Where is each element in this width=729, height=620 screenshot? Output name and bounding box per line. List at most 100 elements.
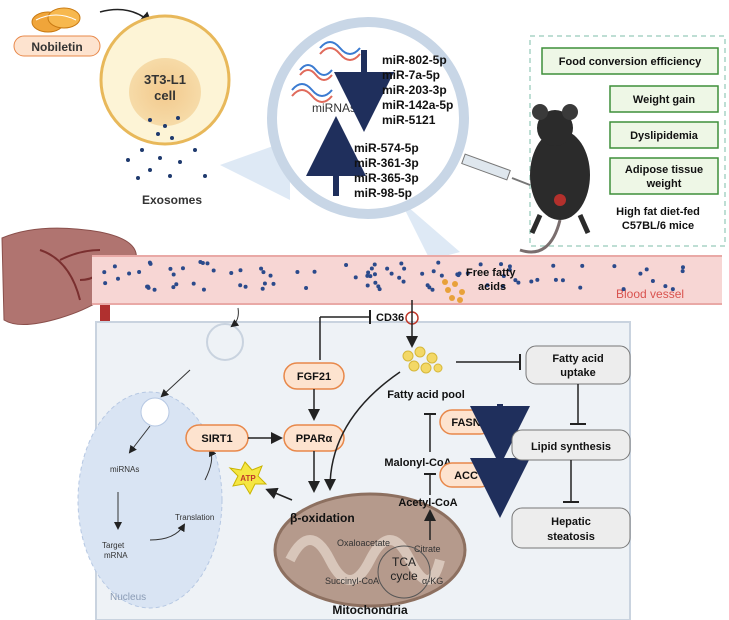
nobiletin-icon [31,7,81,33]
acc-label: ACC [454,470,478,482]
vessel-dot [372,262,377,267]
ppara-label: PPARα [296,433,333,445]
vessel-dot [507,264,512,269]
vessel-dot [115,276,120,281]
mouse-label: C57BL/6 mice [622,220,694,232]
vessel-dot [198,260,203,265]
vessel-dot [262,281,267,286]
vessel-dot [369,266,374,271]
succinyl-label: Succinyl-CoA [325,576,379,586]
tca-label: TCA [392,555,416,569]
outcome-label: Dyslipidemia [630,130,699,142]
hepatic-steatosis-label: steatosis [547,531,595,543]
vessel-dot [268,273,273,278]
vessel-dot [397,275,402,280]
vessel-dot [621,287,626,292]
vessel-dot [261,270,266,275]
vessel-dot [295,270,300,275]
nuc-mirnas-label: miRNAs [110,465,139,474]
vessel-dot [638,271,643,276]
vessel-dot [431,269,436,274]
vessel-dot [127,271,132,276]
blood-vessel-label: Blood vessel [616,287,684,301]
tca-label: cycle [390,569,418,583]
magnifier-beam-left [220,140,290,200]
cd36-label: CD36 [376,312,404,324]
nucleus [77,391,223,609]
beta-oxidation-label: β-oxidation [290,511,355,525]
vesicle-icon [140,397,170,427]
fa-uptake-label: Fatty acid [552,353,603,365]
vessel-dot [513,278,518,283]
mitochondria-label: Mitochondria [332,603,408,617]
vessel-dot [650,278,655,283]
vessel-dot [612,264,617,269]
mirna-down-item: miR-142a-5p [382,98,453,112]
malonyl-label: Malonyl-CoA [384,457,451,469]
vessel-dot [680,265,685,270]
vessel-dot [259,266,264,271]
vessel-dot [551,263,556,268]
mirna-down-list: miR-802-5p miR-7a-5p miR-203-3p miR-142a… [382,53,453,127]
vessel-dot [507,267,512,272]
vessel-dot [560,278,565,283]
vessel-dot [385,266,390,271]
atp-label: ATP [240,474,256,483]
vessel-dot [401,279,406,284]
exosomes-label: Exosomes [142,193,202,207]
vessel-dot [312,269,317,274]
vessel-dot [180,266,185,271]
vessel-dot [670,287,675,292]
ffa-label: Free fatty [466,267,516,279]
mirna-down-item: miR-7a-5p [382,68,440,82]
outcome-label: weight [646,178,682,190]
vessel-dot [168,266,173,271]
hepatic-steatosis-box [511,507,631,549]
vessel-dot [580,263,585,268]
mirnas-label: miRNAs [312,101,356,115]
vessel-dot [399,261,404,266]
outcome-box [609,85,719,113]
cell-label: cell [154,88,176,103]
outcome-box [541,47,719,75]
vessel-dot [456,273,461,278]
vessel-dot [430,287,435,292]
exosome-dots [126,116,207,180]
vessel-dot [201,287,206,292]
vessel-dot [366,270,371,275]
vessel-dot [644,267,649,272]
vessel-dot [436,260,441,265]
mirna-down-item: miR-203-3p [382,83,447,97]
lipid-synthesis-label: Lipid synthesis [531,441,611,453]
citrate-label: Citrate [414,544,441,554]
vessel-dot [402,266,407,271]
vessel-dot [478,262,483,267]
akg-label: α-KG [422,576,443,586]
mirna-up-item: miR-361-3p [354,156,419,170]
vessel-dot [500,284,505,289]
vessel-dot [439,273,444,278]
vessel-dots [102,260,685,292]
vessel-dot [205,261,210,266]
outcome-box [609,157,719,195]
mirna-up-list: miR-574-5p miR-361-3p miR-365-3p miR-98-… [354,141,419,200]
vessel-dot [373,280,378,285]
vessel-dot [238,283,243,288]
outcome-label: Adipose tissue [625,164,703,176]
vessel-dot [243,284,248,289]
vessel-dot [485,283,490,288]
vessel-dot [137,269,142,274]
mouse-label: High fat diet-fed [616,206,700,218]
vessel-dot [535,277,540,282]
vessel-dot [344,263,349,268]
vessel-dot [365,273,370,278]
ffa-label: acids [478,281,506,293]
vessel-dot [260,286,265,291]
vessel-dot [389,271,394,276]
mirna-up-item: miR-98-5p [354,186,412,200]
acetyl-label: Acetyl-CoA [398,497,457,509]
translation-label: Translation [175,513,214,522]
vessel-dot [353,275,358,280]
vessel-dot [103,281,108,286]
outcome-label: Food conversion efficiency [559,56,702,68]
